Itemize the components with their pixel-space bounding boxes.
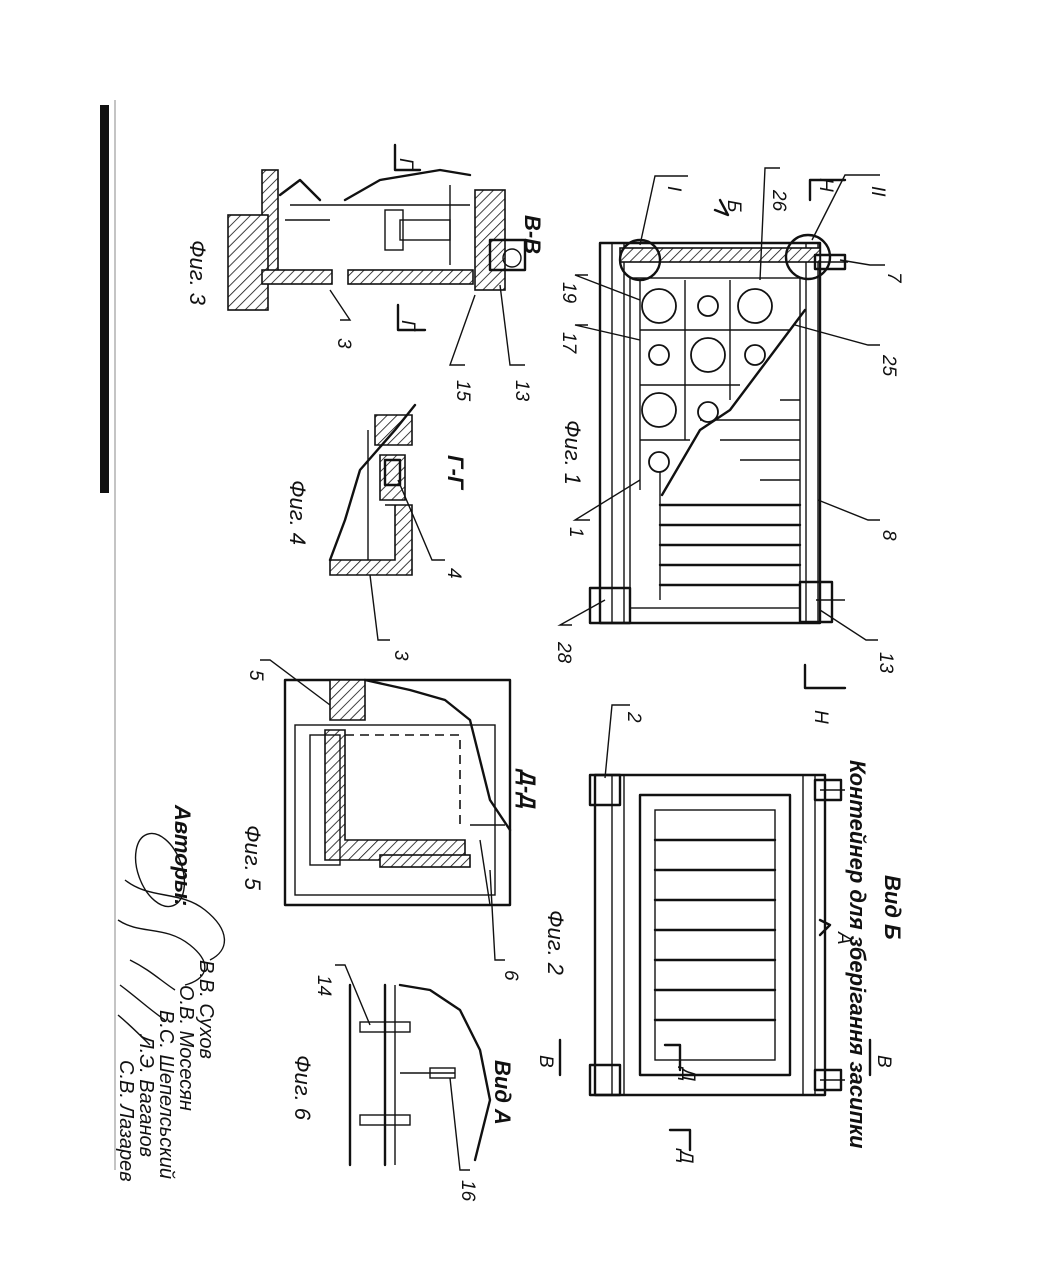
authors-heading: Авторы: <box>170 804 195 906</box>
fig6-part-16-label: 16 <box>457 1180 478 1202</box>
part-1-label: 1 <box>565 527 586 538</box>
mark-D-bottom-label: Д <box>675 1148 696 1163</box>
part-2-label: 2 <box>623 711 644 723</box>
figure-6: 14 16 Фиг. 6 <box>290 965 490 1202</box>
view-b-label: Вид Б <box>880 875 905 940</box>
part-28-label: 28 <box>553 641 574 664</box>
fig1-holes-grid <box>640 280 790 490</box>
mark-H-bottom-label: Н <box>810 710 831 724</box>
fig3-part-3-label: 3 <box>333 338 354 349</box>
author-3: В.С. Шепелсьский <box>155 1010 177 1179</box>
drawing-title: Контейнер для зберігання засипки <box>845 760 870 1149</box>
fig1-slats <box>660 400 800 600</box>
author-2: О.В. Мосесян <box>175 985 197 1111</box>
fig1-caption: Фиг. 1 <box>560 420 585 485</box>
author-1: В.В. Сухов <box>195 960 217 1059</box>
mark-H-top-label: Н <box>815 178 836 192</box>
fig2-caption: Фиг. 2 <box>543 910 568 975</box>
mark-II-label: II <box>867 186 888 197</box>
fig5-part-5-label: 5 <box>245 670 266 681</box>
figure-2: 2 А В В Д Д Фиг. 2 Вид А <box>490 705 894 1163</box>
mark-D-top-label: Д <box>677 1066 698 1081</box>
fig5-part-6-label: 6 <box>500 970 521 981</box>
fig3-caption: Фиг. 3 <box>185 240 210 306</box>
authors-block: Авторы: В.В. Сухов О.В. Мосесян В.С. Шеп… <box>115 804 224 1182</box>
part-19-label: 19 <box>558 282 579 304</box>
section-d-d-label: Д-Д <box>515 768 540 809</box>
fig3-part-13-label: 13 <box>511 380 532 402</box>
part-8-label: 8 <box>878 530 899 541</box>
author-5: С.В. Лазарев <box>115 1060 137 1182</box>
scan-edge-bar <box>100 105 109 493</box>
part-7-label: 7 <box>883 272 904 284</box>
figure-4: Г-Г 4 3 Фиг. 4 <box>285 405 468 661</box>
part-13-label: 13 <box>875 652 896 674</box>
mark-G-bottom-label: Г <box>397 320 418 332</box>
figure-5: Д-Д 5 6 Фиг. 5 <box>240 660 540 981</box>
fig2-slats <box>655 840 775 1020</box>
section-g-g-label: Г-Г <box>443 455 468 491</box>
fig6-part-14-label: 14 <box>313 975 334 996</box>
mark-I-label: I <box>663 186 684 192</box>
fig6-caption: Фиг. 6 <box>290 1055 315 1121</box>
fig4-part-4-label: 4 <box>443 568 464 579</box>
mark-V-left-label: В <box>535 1055 556 1068</box>
part-17-label: 17 <box>558 332 579 355</box>
view-a-label: Вид А <box>490 1060 515 1125</box>
fig4-caption: Фиг. 4 <box>285 480 310 545</box>
mark-B-label: Б <box>723 200 744 212</box>
part-26-label: 26 <box>768 189 789 212</box>
figure-1: I II Б Н Н 26 19 17 1 28 25 8 13 7 Фиг. … <box>553 168 904 724</box>
fig4-part-3-label: 3 <box>390 650 411 661</box>
part-25-label: 25 <box>878 354 899 377</box>
fig2-section-arrows <box>560 920 870 1150</box>
figure-3: В-В Г Г 3 15 13 Фиг. 3 <box>185 145 545 402</box>
mark-V-right-label: В <box>873 1055 894 1068</box>
section-b-b-label: В-В <box>520 215 545 254</box>
fig5-caption: Фиг. 5 <box>240 825 265 891</box>
fig3-part-15-label: 15 <box>452 380 473 402</box>
author-4: Л.Э. Ваганов <box>135 1033 157 1157</box>
fig1-leaders <box>560 168 885 640</box>
mark-G-top-label: Г <box>395 158 416 170</box>
